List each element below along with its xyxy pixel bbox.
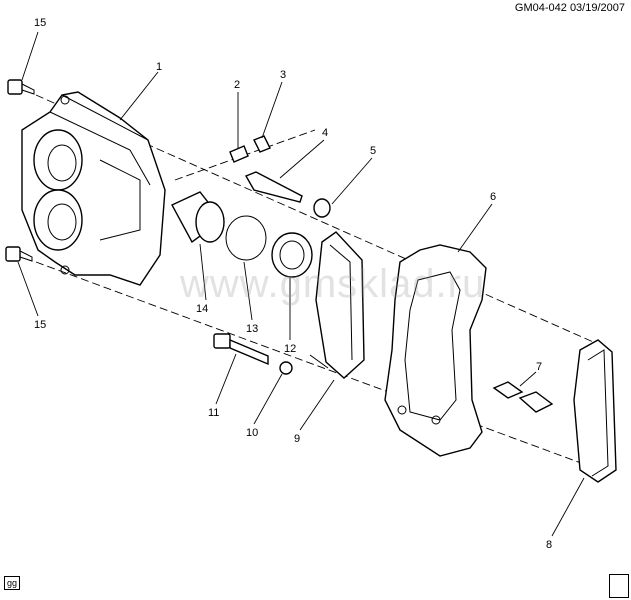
callout-labels: 15 1 2 3 4 5 6 7 8 9 10 11 12 13 14 15 [34, 17, 552, 551]
leader-lines [17, 31, 585, 537]
guide-pin [244, 171, 303, 203]
callout-12: 12 [284, 343, 296, 355]
callout-14: 14 [196, 303, 208, 315]
bolt-upper-15 [7, 79, 35, 95]
callout-1: 1 [156, 61, 162, 73]
piston-boot [271, 232, 313, 278]
pad-clips [492, 381, 554, 413]
caliper-body [21, 91, 166, 286]
callout-8: 8 [546, 539, 552, 551]
callout-6: 6 [490, 191, 496, 203]
guide-pin-boot [313, 198, 331, 218]
callout-10: 10 [246, 427, 258, 439]
piston [171, 191, 225, 244]
bolt-lower-15 [5, 246, 33, 262]
inner-brake-pad [309, 231, 365, 379]
bleeder-valve [229, 145, 249, 163]
diagram-id: GM04-042 [514, 2, 567, 14]
outer-brake-pad [573, 339, 617, 483]
callout-11: 11 [208, 407, 219, 419]
callout-4: 4 [322, 127, 328, 139]
piston-seal [225, 215, 267, 261]
header: GM04-042 03/19/2007 [515, 2, 625, 14]
callout-15-top: 15 [34, 17, 46, 29]
callout-9: 9 [294, 433, 300, 445]
diagram-date: 03/19/2007 [569, 2, 625, 14]
bushing [279, 361, 293, 375]
callout-7: 7 [536, 361, 542, 373]
callout-13: 13 [246, 323, 258, 335]
corner-tag: gg [4, 576, 21, 590]
bleeder-cap [253, 135, 271, 153]
callout-2: 2 [234, 79, 240, 91]
callout-3: 3 [280, 69, 286, 81]
callout-15-bottom: 15 [34, 319, 46, 331]
bracket-bolt [213, 333, 269, 366]
gm-logo-icon [609, 574, 629, 598]
callout-5: 5 [370, 145, 376, 157]
caliper-bracket [384, 244, 487, 457]
